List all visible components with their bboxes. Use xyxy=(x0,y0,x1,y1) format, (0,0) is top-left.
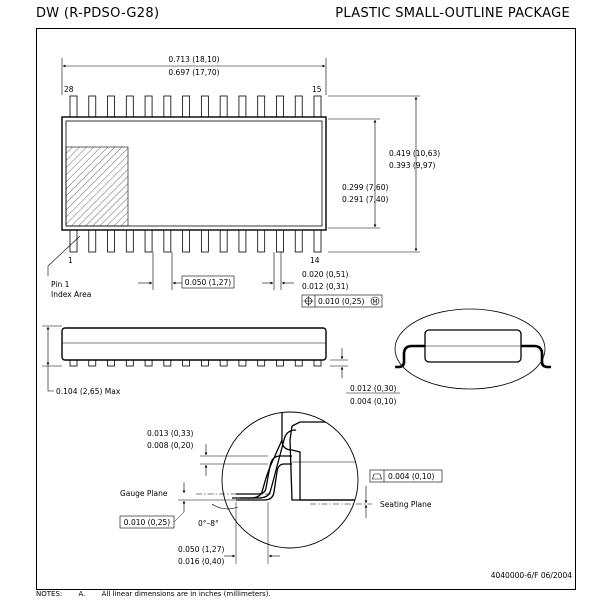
side-body-outline xyxy=(61,327,327,361)
top-lead xyxy=(182,95,191,119)
bottom-lead xyxy=(238,228,247,253)
top-lead xyxy=(294,95,303,119)
top-lead xyxy=(107,95,115,119)
gauge-plane-label: Gauge Plane xyxy=(120,489,168,498)
top-lead-row xyxy=(69,95,322,119)
height-max-label: 0.104 (2,65) Max xyxy=(56,387,121,396)
notes-item-text: All linear dimensions are in inches (mil… xyxy=(101,590,271,598)
pin-number-28: 28 xyxy=(64,85,74,94)
total-width-max-label: 0.419 (10,63) xyxy=(389,149,440,158)
top-lead xyxy=(163,95,172,119)
thickness-min-label: 0.008 (0,20) xyxy=(147,441,193,450)
top-lead xyxy=(144,95,153,119)
standoff-max-label: 0.012 (0,30) xyxy=(350,384,396,393)
top-lead xyxy=(257,95,266,119)
height-leader xyxy=(47,365,54,392)
detail-view-content xyxy=(232,412,358,501)
bottom-lead xyxy=(294,228,303,253)
gauge-offset-leader xyxy=(173,511,185,523)
notes-item-letter: A. xyxy=(78,590,86,598)
drawing-frame xyxy=(36,28,576,590)
drawing-id: 4040000-6/F 06/2004 xyxy=(491,571,572,580)
top-lead xyxy=(200,95,209,119)
bottom-lead xyxy=(163,228,172,253)
detail-lead-shape xyxy=(236,455,292,501)
coplanarity-label: 0.004 (0,10) xyxy=(388,472,434,481)
coplanarity-frame: 0.004 (0,10) xyxy=(369,469,443,483)
top-lead xyxy=(88,95,97,119)
position-tolerance-frame: 0.010 (0,25) M xyxy=(301,294,383,308)
notes-label: NOTES: xyxy=(36,590,63,598)
notes: NOTES: A. All linear dimensions are in i… xyxy=(36,590,285,598)
lead-width-max-label: 0.020 (0,51) xyxy=(302,270,348,279)
pin-number-1: 1 xyxy=(68,256,73,265)
bottom-lead xyxy=(276,228,284,253)
length-min-label: 0.697 (17,70) xyxy=(168,68,219,77)
bottom-lead xyxy=(313,228,322,253)
bottom-lead xyxy=(69,228,78,253)
bottom-lead xyxy=(257,228,266,253)
pin-number-15: 15 xyxy=(312,85,322,94)
total-width-min-label: 0.393 (9,97) xyxy=(389,161,435,170)
pin1-label-line2: Index Area xyxy=(51,290,91,299)
angle-label: 0°–8° xyxy=(198,519,219,528)
top-lead xyxy=(238,95,247,119)
bottom-lead xyxy=(182,228,191,253)
flatness-symbol-icon xyxy=(372,473,382,480)
bottom-lead xyxy=(125,228,134,253)
top-lead xyxy=(125,95,134,119)
seating-plane-label: Seating Plane xyxy=(380,500,432,509)
bottom-lead xyxy=(200,228,209,253)
pin-number-14: 14 xyxy=(310,256,320,265)
bottom-lead-row xyxy=(69,228,322,253)
standoff-min-label: 0.004 (0,10) xyxy=(350,397,396,406)
end-view-ellipse xyxy=(394,308,546,390)
pin1-label-line1: Pin 1 xyxy=(51,280,70,289)
bottom-lead xyxy=(107,228,115,253)
length-max-label: 0.713 (18,10) xyxy=(168,55,219,64)
package-title: PLASTIC SMALL-OUTLINE PACKAGE xyxy=(335,6,570,21)
pin1-index-area xyxy=(65,146,129,227)
top-lead xyxy=(219,95,228,119)
bottom-lead xyxy=(144,228,153,253)
end-view-package xyxy=(395,329,551,369)
pitch-box xyxy=(181,275,235,289)
tolerance-modifier-label: M xyxy=(372,299,377,306)
top-lead xyxy=(276,95,284,119)
foot-min-label: 0.016 (0,40) xyxy=(178,557,224,566)
top-lead xyxy=(313,95,322,119)
lead-width-min-label: 0.012 (0,31) xyxy=(302,282,348,291)
pitch-label: 0.050 (1,27) xyxy=(185,278,231,287)
bottom-lead xyxy=(219,228,228,253)
detail-lead xyxy=(240,429,297,499)
foot-max-label: 0.050 (1,27) xyxy=(178,545,224,554)
body-width-min-label: 0.291 (7,40) xyxy=(342,195,388,204)
thickness-max-label: 0.013 (0,33) xyxy=(147,429,193,438)
detail-view-circle xyxy=(221,411,359,549)
angle-arc xyxy=(211,503,239,510)
tolerance-value-label: 0.010 (0,25) xyxy=(318,297,364,306)
bottom-lead xyxy=(88,228,97,253)
pin1-leader xyxy=(47,235,81,276)
top-lead xyxy=(69,95,78,119)
package-code: DW (R-PDSO-G28) xyxy=(36,6,160,21)
gauge-offset-label: 0.010 (0,25) xyxy=(124,518,170,527)
mmc-modifier-icon xyxy=(370,296,380,306)
body-width-max-label: 0.299 (7,60) xyxy=(342,183,388,192)
